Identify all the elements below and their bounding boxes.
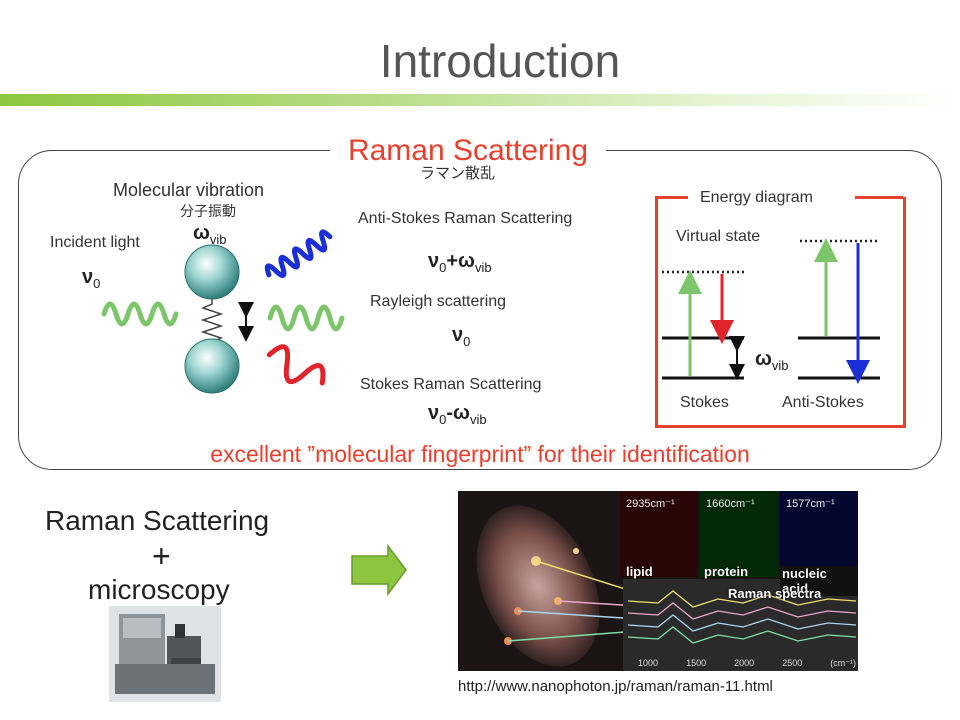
slide-title: Introduction: [379, 35, 621, 87]
raman-microscopy-photo: 2935cm⁻¹ 1660cm⁻¹ 1577cm⁻¹ lipid protein…: [458, 491, 858, 671]
bottom-raman-label: Raman Scattering: [45, 505, 270, 536]
nu0-minus-omega: ν0-ωvib: [428, 402, 487, 427]
energy-diagram-box: [655, 197, 906, 428]
omega-vib-label-2: ωvib: [755, 348, 789, 373]
incident-wave: [101, 301, 179, 327]
protein-map: 1660cm⁻¹: [700, 491, 778, 577]
panel-title-jp: ラマン散乱: [420, 165, 496, 182]
omega-vib-label-1: ωvib: [193, 222, 227, 247]
molecule-atom-bottom: [184, 338, 240, 394]
virtual-state-label: Virtual state: [676, 228, 761, 245]
source-url[interactable]: http://www.nanophoton.jp/raman/raman-11.…: [458, 678, 773, 695]
stokes-wave: [266, 344, 326, 386]
molecular-vibration-jp: 分子振動: [180, 203, 236, 219]
title-underline-bar: [0, 94, 960, 106]
transition-arrow: [351, 543, 407, 597]
protein-label: protein: [704, 564, 749, 579]
stokes-label: Stokes Raman Scattering: [360, 376, 542, 393]
bottom-plus: +: [152, 538, 171, 574]
nu0-plus-omega: ν0+ωvib: [428, 250, 492, 275]
bottom-microscopy-label: microscopy: [88, 574, 230, 605]
incident-light-label: Incident light: [50, 234, 140, 251]
fingerprint-statement: excellent ”molecular fingerprint” for th…: [210, 441, 750, 467]
energy-diagram-title: Energy diagram: [700, 189, 813, 206]
rayleigh-label: Rayleigh scattering: [370, 293, 507, 310]
anti-stokes-energy-label: Anti-Stokes: [782, 394, 864, 411]
stokes-energy-label: Stokes: [680, 394, 729, 411]
anti-stokes-wave: [264, 229, 333, 278]
panel-title: Raman Scattering: [330, 134, 606, 168]
microscope-image: [109, 606, 221, 702]
nucleic-acid-map: 1577cm⁻¹: [780, 491, 858, 577]
energy-box-top-left: [655, 196, 688, 199]
energy-box-top-right: [855, 196, 903, 199]
raman-spectra-label: Raman spectra: [728, 586, 822, 601]
anti-stokes-label: Anti-Stokes Raman Scattering: [358, 210, 573, 227]
rayleigh-wave: [267, 304, 345, 332]
nu0-rayleigh: ν0: [452, 324, 471, 349]
lipid-map: 2935cm⁻¹: [620, 491, 698, 577]
molecule-atom-top: [184, 244, 240, 300]
lipid-label: lipid: [626, 564, 653, 579]
nu0-label-incident: ν0: [82, 266, 101, 291]
nucleic-acid-label: nucleic acid: [780, 566, 858, 596]
molecular-vibration-label: Molecular vibration: [113, 180, 265, 200]
